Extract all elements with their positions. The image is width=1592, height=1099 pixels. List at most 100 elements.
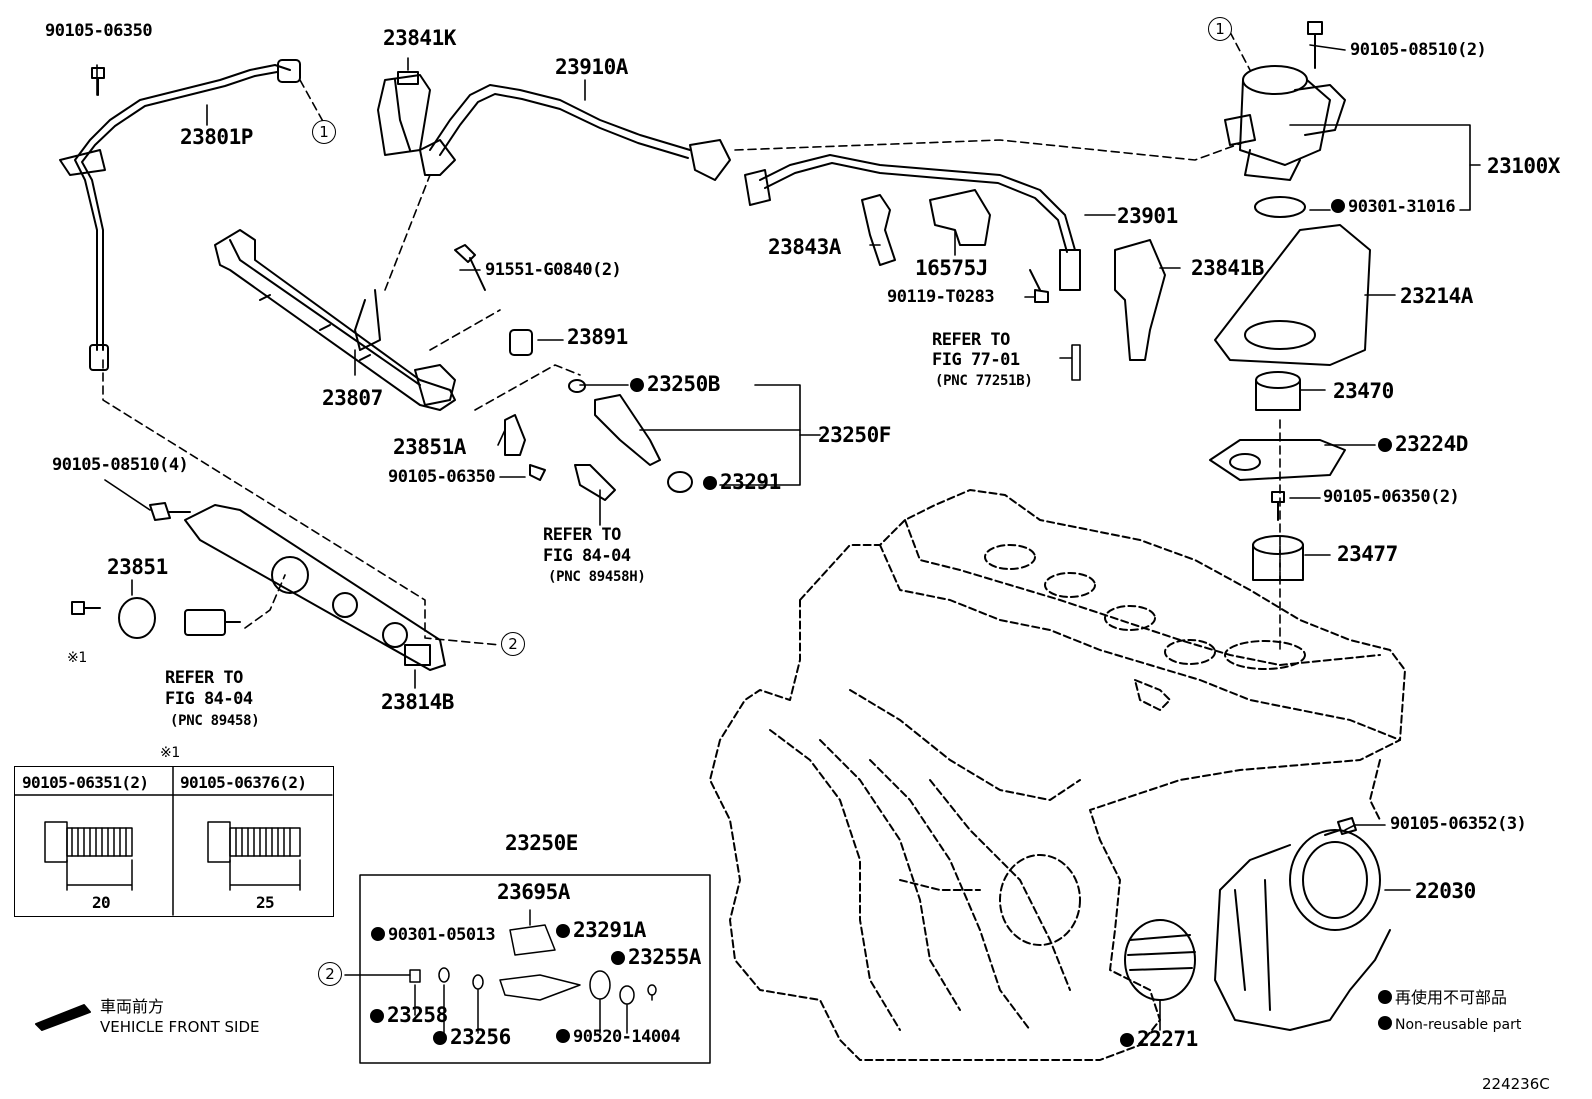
hose-23901: [744, 154, 1081, 291]
legend-direction-en: VEHICLE FRONT SIDE: [100, 1018, 260, 1036]
bracket-23843A: [861, 194, 896, 266]
label-90301-05013: 90301-05013: [371, 927, 496, 944]
label-90105-08510-4: 90105-08510(4): [52, 455, 189, 475]
rail-23814B: [184, 504, 446, 671]
bolt-90105-06350-2: [1271, 491, 1285, 521]
ref1-line3: (PNC 89458): [170, 713, 260, 729]
note-mark-table: ※1: [160, 745, 181, 761]
front-arrow: [35, 1004, 91, 1031]
label-23291A: 23291A: [556, 920, 646, 941]
table-col2-length: 25: [256, 893, 275, 912]
callout-1-right: 1: [1208, 17, 1232, 41]
label-23814B: 23814B: [381, 690, 454, 714]
legend-direction-jp: 車両前方: [100, 997, 165, 1016]
legend-nonreusable-jp: 再使用不可部品: [1378, 990, 1507, 1006]
fuel-pump-23100X: [1224, 65, 1346, 181]
label-22030: 22030: [1415, 879, 1476, 903]
label-23843A: 23843A: [768, 235, 841, 259]
label-23851: 23851: [107, 555, 168, 579]
bolt-91551: [454, 244, 486, 291]
bolt-table-drawings: [14, 766, 333, 916]
diagram-id: 224236C: [1482, 1075, 1550, 1093]
table-col1-part: 90105-06351(2): [22, 773, 149, 792]
label-23214A: 23214A: [1400, 284, 1473, 308]
label-23256: 23256: [433, 1027, 511, 1048]
leader-lines: [102, 31, 1281, 651]
label-22271: 22271: [1120, 1029, 1198, 1050]
fuel-rail-23807: [214, 229, 456, 411]
label-90301-31016: 90301-31016: [1331, 199, 1456, 216]
label-90119: 90119-T0283: [887, 287, 995, 307]
bracket-16575J: [929, 189, 991, 246]
bolt-90105-08510-4: [149, 502, 191, 521]
pipe-23801P: [59, 59, 301, 371]
ref3-line3: (PNC 77251B): [935, 373, 1033, 389]
ref1-line1: REFER TO: [165, 668, 243, 688]
label-23891: 23891: [567, 325, 628, 349]
label-23851A: 23851A: [393, 435, 466, 459]
kit-drawings: [344, 874, 711, 1064]
callout-2-rail: 2: [501, 632, 525, 656]
label-23258: 23258: [370, 1005, 448, 1026]
bracket-23214A: [1214, 224, 1371, 366]
label-23100X: 23100X: [1487, 154, 1560, 178]
ref1-line2: FIG 84-04: [165, 689, 253, 709]
throttle-body-22030: [1214, 829, 1391, 1031]
label-90105-08510-2: 90105-08510(2): [1350, 40, 1487, 60]
bolt-90105-06350-a: [91, 67, 105, 96]
label-90105-06350-a: 90105-06350: [45, 21, 153, 41]
injector-23250F: [568, 379, 693, 501]
table-col2-part: 90105-06376(2): [180, 773, 307, 792]
bolt-90105-06350-b: [529, 464, 546, 481]
legend-nonreusable-en: Non-reusable part: [1378, 1016, 1521, 1032]
label-23910A: 23910A: [555, 55, 628, 79]
callout-1-left: 1: [312, 120, 336, 144]
ref2-line2: FIG 84-04: [543, 546, 631, 566]
label-23250F: 23250F: [818, 423, 891, 447]
label-23695A: 23695A: [497, 880, 570, 904]
label-91551: 91551-G0840(2): [485, 260, 622, 280]
part-23477: [1252, 535, 1304, 581]
label-16575J: 16575J: [915, 256, 988, 280]
ref3-line2: FIG 77-01: [932, 350, 1020, 370]
label-23250B: 23250B: [630, 374, 720, 395]
callout-2-kit: 2: [318, 962, 342, 986]
label-23841B: 23841B: [1191, 256, 1264, 280]
label-23841K: 23841K: [383, 26, 456, 50]
hose-23910A: [419, 84, 731, 181]
label-90105-06350-b: 90105-06350: [388, 467, 496, 487]
label-90520-14004: 90520-14004: [556, 1029, 681, 1046]
ref3-line1: REFER TO: [932, 330, 1010, 350]
gasket-22271: [1124, 919, 1196, 1001]
label-23470: 23470: [1333, 379, 1394, 403]
bolt-90105-08510-2: [1307, 21, 1323, 69]
label-90105-06350-2: 90105-06350(2): [1323, 487, 1460, 507]
label-23801P: 23801P: [180, 125, 253, 149]
part-23470: [1255, 371, 1301, 411]
part-23851: [118, 597, 156, 639]
label-23807: 23807: [322, 386, 383, 410]
bolt-90119: [1029, 269, 1049, 303]
engine-outline: [709, 489, 1406, 1061]
label-23291: 23291: [703, 472, 781, 493]
collar-23891: [509, 329, 533, 356]
bolt-note1: [71, 601, 101, 615]
oring-90301-31016: [1254, 196, 1306, 218]
label-23250E: 23250E: [505, 831, 578, 855]
sensor-89458: [184, 609, 241, 636]
ref2-line1: REFER TO: [543, 525, 621, 545]
table-col1-length: 20: [92, 893, 111, 912]
gasket-23224D: [1209, 439, 1346, 481]
note-mark-bolt: ※1: [67, 650, 88, 666]
connector-23841B: [1114, 239, 1166, 361]
label-23901: 23901: [1117, 204, 1178, 228]
bolt-table: [14, 766, 334, 917]
ref2-line3: (PNC 89458H): [548, 569, 646, 585]
label-23224D: 23224D: [1378, 434, 1468, 455]
connector-23841K: [377, 71, 431, 156]
label-23255A: 23255A: [611, 947, 701, 968]
label-23477: 23477: [1337, 542, 1398, 566]
clip-23851A: [504, 414, 526, 456]
label-90105-06352: 90105-06352(3): [1390, 814, 1527, 834]
